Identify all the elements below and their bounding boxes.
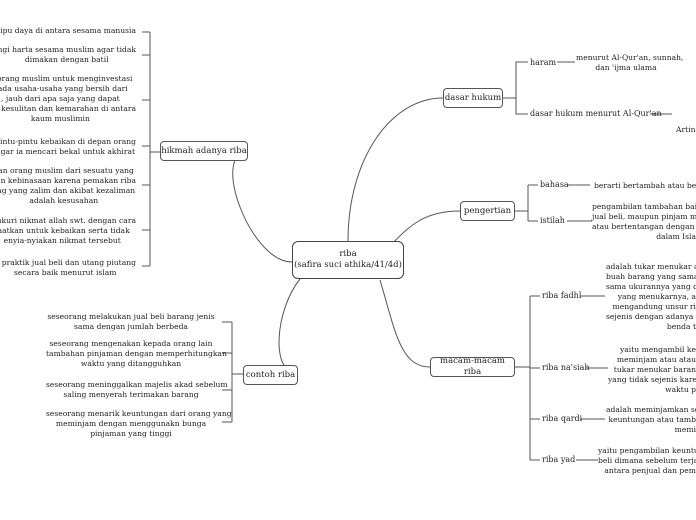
root-subtitle: (safira suci athika/41/4d) [294,260,402,270]
contoh-item: seseorang meninggalkan majelis akad sebe… [46,380,228,399]
macam-item-text: yaitu pengambilan keuntu beli dimana seb… [598,446,696,475]
dasar-haram-text: menurut Al-Qur'an, sunnah, dan 'ijma ula… [576,53,684,72]
hikmah-item: ngi harta sesama muslim agar tidak dimak… [0,45,136,64]
contoh-item: seseorang menarik keuntungan dari orang … [46,409,232,438]
node-dasar-hukum[interactable]: dasar hukum [443,88,503,108]
macam-item-text: adalah tukar menukar at buah barang yang… [606,262,696,331]
root-title: riba [339,249,357,259]
node-contoh-label: contoh riba [245,369,296,380]
macam-item-text: adalah meminjamkan se keuntungan atau ta… [606,405,696,434]
node-macam-riba[interactable]: macam-macam riba [430,356,515,377]
contoh-item: seseorang melakukan jual beli barang jen… [47,312,215,331]
hikmah-item: syukuri nikmat allah swt. dengan cara fa… [0,216,136,245]
hikmah-item: si orang muslim untuk menginvestasi pada… [0,74,136,123]
root-node[interactable]: riba (safira suci athika/41/4d) [292,241,404,279]
macam-item-label[interactable]: riba qardi [542,414,583,423]
macam-item-label[interactable]: riba fadhl [542,291,582,300]
node-hikmah-label: hikmah adanya riba [161,145,247,156]
hikmah-item: pintu-pintu kebaikan di depan orang agar… [0,137,136,156]
node-contoh[interactable]: contoh riba [243,365,298,385]
pengertian-bahasa-text: berarti bertambah atau berle [594,181,696,190]
node-dasar-hukum-label: dasar hukum [444,92,502,103]
node-hikmah[interactable]: hikmah adanya riba [160,141,248,161]
node-pengertian-label: pengertian [463,205,512,216]
node-macam-riba-label: macam-macam riba [440,356,505,377]
pengertian-istilah-label[interactable]: istilah [540,216,565,225]
dasar-alquran-label[interactable]: dasar hukum menurut Al-Qur'an [530,109,662,118]
macam-item-label[interactable]: riba yad [542,455,576,464]
macam-item-text: yaitu mengambil ke meminjam atau atau tu… [608,345,696,394]
dasar-alquran-text: Artin [676,125,696,134]
hikmah-item: ari tipu daya di antara sesama manusia [0,26,136,35]
contoh-item: seseorang mengenakan kepada orang lain t… [46,339,227,368]
pengertian-istilah-text: pengambilan tambahan bai jual beli, maup… [592,202,696,241]
hikmah-item: n praktik jual beli dan utang piutang se… [1,258,136,277]
macam-item-label[interactable]: riba na'siah [542,363,590,372]
node-pengertian[interactable]: pengertian [460,201,515,221]
pengertian-bahasa-label[interactable]: bahasa [540,180,569,189]
dasar-haram-label[interactable]: haram [530,58,557,67]
hikmah-item: kan orang muslim dari sesuatu yang kan k… [0,166,136,205]
